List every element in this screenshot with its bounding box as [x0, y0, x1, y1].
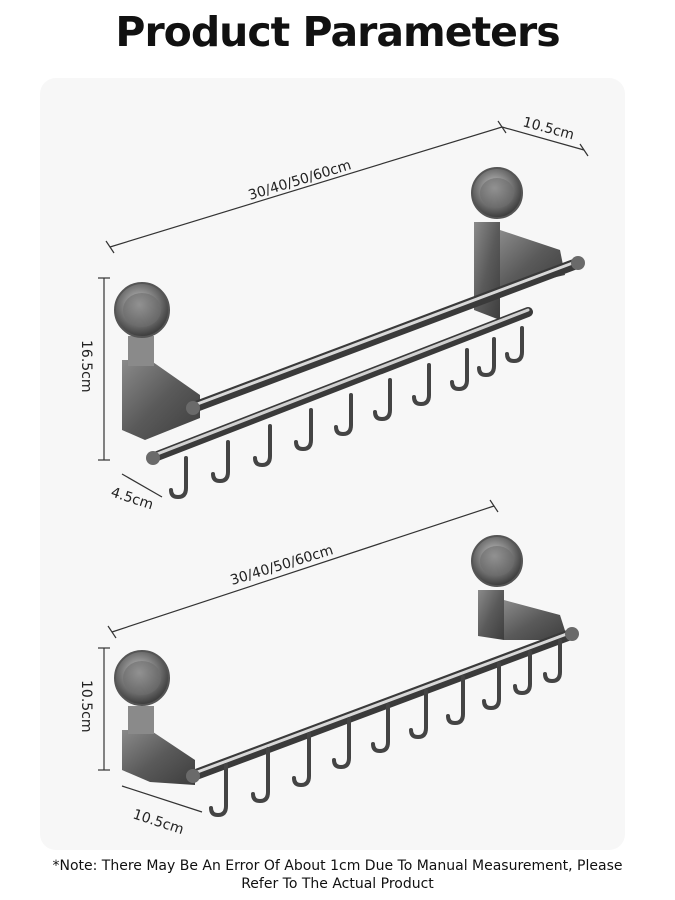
bottom-right-mount	[471, 535, 568, 640]
bottom-length-dimension	[107, 499, 499, 639]
bottom-hooks	[209, 639, 562, 818]
bottom-left-mount	[114, 650, 195, 785]
top-left-mount	[114, 282, 200, 440]
top-upper-rail	[186, 256, 585, 415]
top-depth-dimension	[501, 126, 589, 157]
page-title: Product Parameters	[115, 8, 560, 56]
top-depth-label: 10.5cm	[521, 114, 576, 143]
bottom-height-dimension	[98, 647, 110, 771]
top-hooks	[169, 326, 524, 500]
top-height-dimension	[98, 277, 110, 461]
note-line-1: *Note: There May Be An Error Of About 1c…	[52, 858, 623, 874]
bottom-rack: 30/40/50/60cm 10.5cm 10.5cm	[78, 499, 579, 838]
top-rack: 30/40/50/60cm 10.5cm 16.5cm 4.5cm	[78, 114, 589, 513]
bottom-depth-label: 10.5cm	[131, 807, 186, 838]
bottom-hook-rail	[186, 627, 579, 783]
bottom-height-label: 10.5cm	[78, 680, 94, 733]
measurement-note: *Note: There May Be An Error Of About 1c…	[0, 857, 675, 893]
note-line-2: Refer To The Actual Product	[241, 876, 434, 892]
top-hook-rail	[146, 307, 533, 465]
bottom-length-label: 30/40/50/60cm	[228, 542, 335, 589]
top-length-label: 30/40/50/60cm	[246, 157, 353, 204]
bottom-depth-dimension	[121, 785, 203, 813]
top-right-mount	[471, 167, 565, 320]
top-gap-dimension	[121, 473, 163, 498]
top-height-label: 16.5cm	[78, 340, 94, 393]
